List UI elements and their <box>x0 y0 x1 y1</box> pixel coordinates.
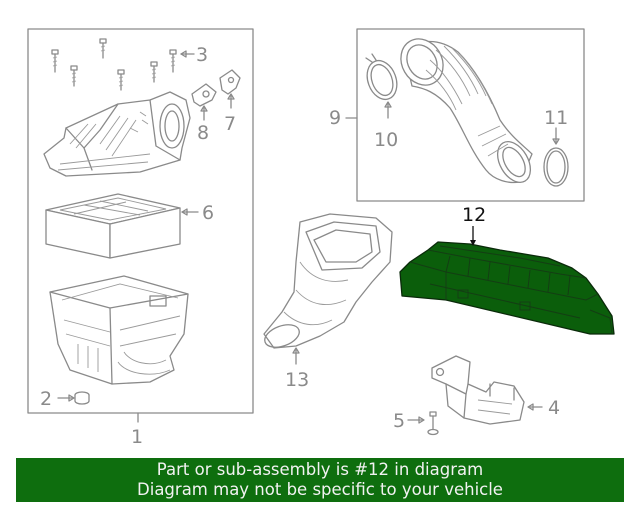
callout-5: 5 <box>393 410 405 432</box>
air-cleaner-lid <box>43 91 191 177</box>
assembly-1-box <box>27 28 254 414</box>
highlighted-part-12 <box>399 241 615 335</box>
callout-9: 9 <box>329 107 341 129</box>
clip-7 <box>219 69 241 95</box>
parts-diagram: 1 3 <box>27 28 615 448</box>
clip-8 <box>191 83 217 107</box>
bracket-4 <box>431 355 525 425</box>
callout-4: 4 <box>548 397 560 419</box>
callout-12: 12 <box>462 204 486 226</box>
drain-plug-2 <box>74 391 90 405</box>
callout-2: 2 <box>40 388 52 410</box>
callout-3: 3 <box>196 44 208 66</box>
bolts-group <box>51 38 177 91</box>
clamp-10 <box>365 53 398 101</box>
callout-10: 10 <box>374 129 398 151</box>
banner-line-1: Part or sub-assembly is #12 in diagram <box>156 460 484 479</box>
callout-11: 11 <box>544 107 568 129</box>
callout-6: 6 <box>202 202 214 224</box>
callout-8: 8 <box>197 122 209 144</box>
air-filter-6 <box>45 193 181 259</box>
callout-1: 1 <box>131 426 143 448</box>
callout-13: 13 <box>285 369 309 391</box>
callout-7: 7 <box>224 113 236 135</box>
bolt-5 <box>427 411 439 436</box>
air-cleaner-housing <box>49 275 189 385</box>
clamp-11 <box>543 147 569 187</box>
banner-line-2: Diagram may not be specific to your vehi… <box>137 480 503 499</box>
info-banner: Part or sub-assembly is #12 in diagram D… <box>16 458 624 502</box>
air-inlet-hose <box>400 38 533 184</box>
assembly-9-box <box>356 28 585 202</box>
air-duct-13 <box>263 213 393 349</box>
